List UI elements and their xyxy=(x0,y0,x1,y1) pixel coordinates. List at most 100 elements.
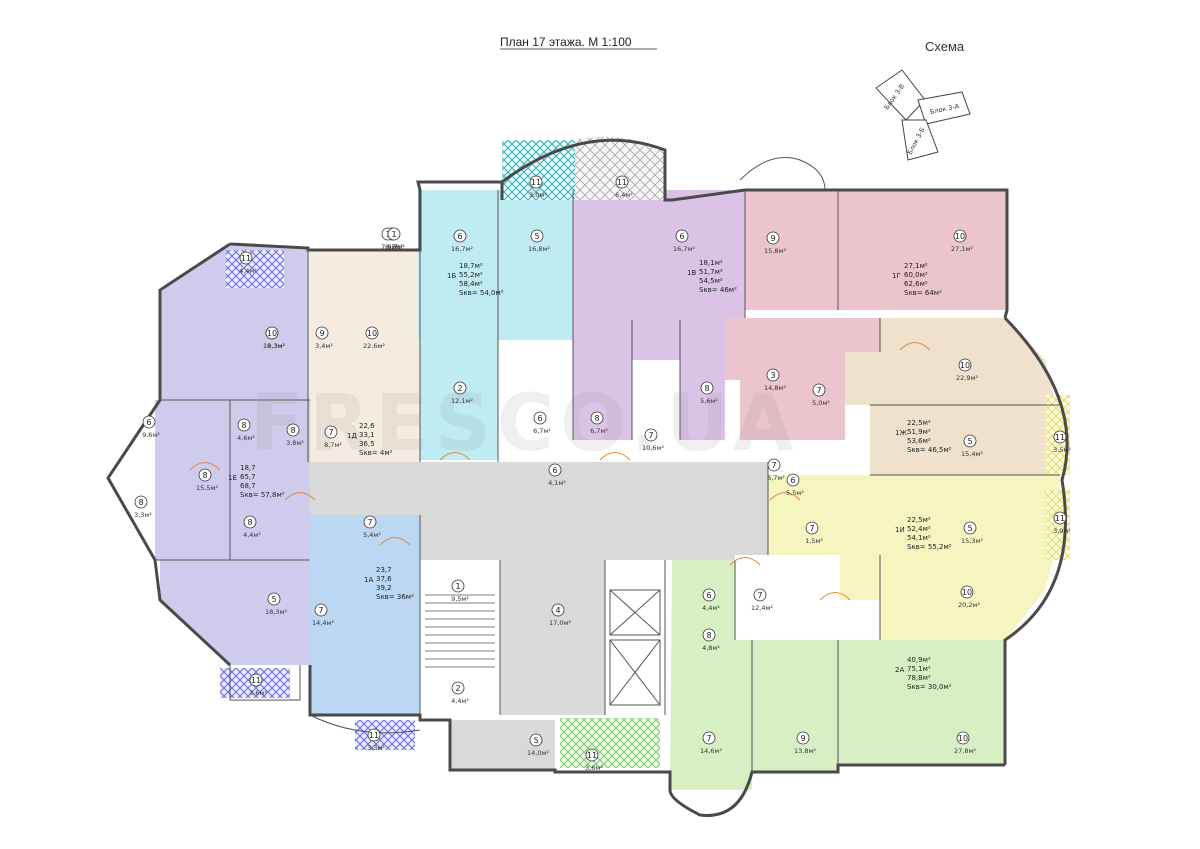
room-number: 8 xyxy=(706,631,711,640)
room-area: 3,4м² xyxy=(315,342,333,350)
room-marker: 113,6м² xyxy=(249,673,267,697)
room-number-circle xyxy=(286,423,300,437)
apartment-id: 1Б xyxy=(447,272,456,280)
room-number: 1 xyxy=(455,582,460,591)
room-number: 9 xyxy=(800,734,805,743)
room-area: 3,5м² xyxy=(1053,446,1071,454)
room-area: 9,6м² xyxy=(142,431,160,439)
room-number-circle xyxy=(324,425,338,439)
room-marker: 5 14,0м² xyxy=(527,733,549,757)
room-area: 18,3м² xyxy=(263,342,285,350)
apartment-area: Sкв= 57,8м² xyxy=(240,491,285,499)
room-area: 10,6м² xyxy=(642,444,664,452)
apartment-area: Sкв= 55,2м² xyxy=(907,543,952,551)
room-number: 7 xyxy=(328,428,333,437)
apartment-area: Sкв= 64м² xyxy=(904,289,942,297)
room-number: 11 xyxy=(241,254,251,263)
room-area: 5,6м² xyxy=(700,397,718,405)
room-number: 7 xyxy=(706,734,711,743)
room-marker: 19,5м² xyxy=(451,579,469,603)
room-number: 8 xyxy=(704,384,709,393)
room-number-circle xyxy=(766,368,780,382)
room-number: 10 xyxy=(367,329,377,338)
room-area: 3,6м² xyxy=(585,764,603,772)
apartment-area: 54,5м² xyxy=(699,277,723,285)
room-number-circle xyxy=(615,175,629,189)
room-number-circle xyxy=(812,383,826,397)
room-number: 2 xyxy=(455,684,460,693)
room-area: 14,8м² xyxy=(764,384,786,392)
room-number-circle xyxy=(453,229,467,243)
room-number-circle xyxy=(243,515,257,529)
apartment-id: 1Д xyxy=(347,432,357,440)
room-number: 7 xyxy=(648,431,653,440)
room-marker: 915,8м² xyxy=(764,231,786,255)
room-area: 8,7м² xyxy=(324,441,342,449)
room-area: 6,7м² xyxy=(590,427,608,435)
room-number-circle xyxy=(767,458,781,472)
room-number-circle xyxy=(963,521,977,535)
zone-pink xyxy=(745,190,1007,310)
room-area: 3,8м² xyxy=(286,439,304,447)
apartment-area: 51,7м² xyxy=(699,268,723,276)
room-marker: 815,5м² xyxy=(196,468,218,492)
room-marker: 114,4м² xyxy=(239,251,257,275)
room-number-circle xyxy=(267,592,281,606)
room-number-circle xyxy=(453,381,467,395)
apartment-id: 1Г xyxy=(892,272,901,280)
room-number: 10 xyxy=(962,588,972,597)
room-area: 7,9м² xyxy=(381,243,399,251)
room-marker: 93,4м² xyxy=(315,326,333,350)
apartment-area: 22,5м² xyxy=(907,516,931,524)
apartment-area: 27,1м² xyxy=(904,262,928,270)
room-number: 7 xyxy=(367,518,372,527)
room-area: 22,6м² xyxy=(363,342,385,350)
doors xyxy=(189,342,931,601)
zone-cyan xyxy=(418,190,573,340)
room-marker: 515,3м² xyxy=(961,521,983,545)
room-marker: 84,6м² xyxy=(237,418,255,442)
room-number: 5 xyxy=(533,736,538,745)
room-number: 7 xyxy=(809,524,814,533)
apartment-area: 18,7м² xyxy=(459,262,483,270)
room-number-circle xyxy=(314,603,328,617)
room-number: 5 xyxy=(271,595,276,604)
apartment-area: 60,0м² xyxy=(904,271,928,279)
room-number-circle xyxy=(548,463,562,477)
room-marker: 417,0м² xyxy=(549,603,571,627)
room-marker: 314,8м² xyxy=(764,368,786,392)
room-marker: 75,4м² xyxy=(363,515,381,539)
room-area: 27,8м² xyxy=(954,747,976,755)
apartment-area: Sкв= 4м² xyxy=(359,449,393,457)
room-marker: 84,8м² xyxy=(702,628,720,652)
room-number: 7 xyxy=(816,386,821,395)
room-area: 20,2м² xyxy=(958,601,980,609)
apartment-area: 37,6 xyxy=(376,575,392,583)
room-number-circle xyxy=(1053,511,1067,525)
plan-title: План 17 этажа. М 1:100 xyxy=(500,35,632,49)
room-number: 6 xyxy=(457,232,462,241)
apartment-area: 51,9м² xyxy=(907,428,931,436)
room-number: 8 xyxy=(290,426,295,435)
room-marker: 515,4м² xyxy=(961,434,983,458)
room-number-circle xyxy=(702,628,716,642)
room-number-circle xyxy=(529,175,543,189)
zone-blue xyxy=(310,515,420,715)
apartment-area: 18,7 xyxy=(240,464,256,472)
apartment-area: 58,4м² xyxy=(459,280,483,288)
room-area: 6,7м² xyxy=(533,427,551,435)
room-area: 14,4м² xyxy=(312,619,334,627)
room-number-circle xyxy=(805,521,819,535)
room-area: 14,0м² xyxy=(527,749,549,757)
room-area: 4,1м² xyxy=(548,479,566,487)
room-number: 6 xyxy=(679,232,684,241)
room-number-circle xyxy=(315,326,329,340)
apartment-area: 40,9м² xyxy=(907,656,931,664)
room-marker: 714,4м² xyxy=(312,603,334,627)
room-number: 8 xyxy=(594,414,599,423)
